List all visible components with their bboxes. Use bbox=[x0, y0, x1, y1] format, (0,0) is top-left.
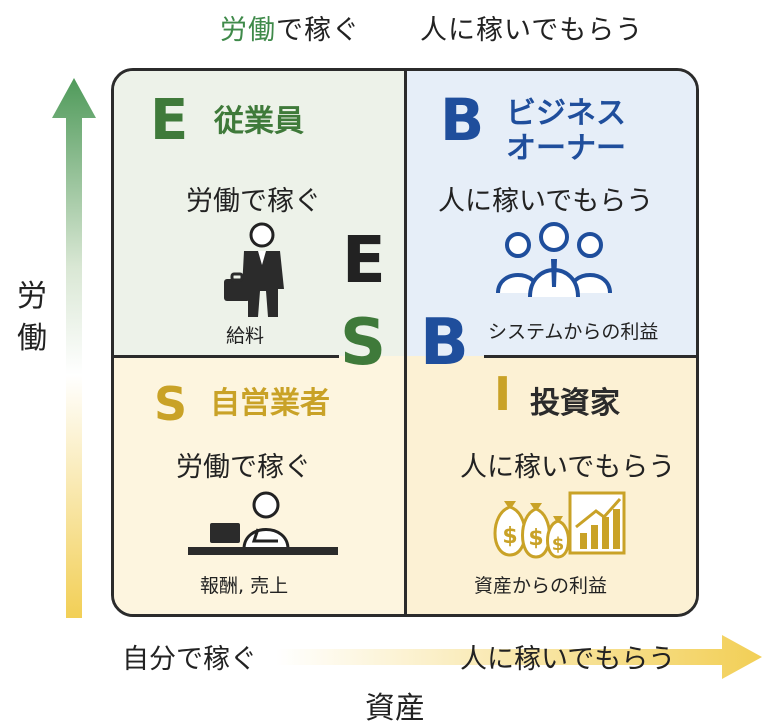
i-income: 資産からの利益 bbox=[474, 575, 608, 597]
i-title: 投資家 bbox=[530, 386, 620, 421]
top-left-label: 労働で稼ぐ bbox=[220, 8, 360, 47]
horizontal-axis-arrow bbox=[276, 635, 762, 679]
i-letter: I bbox=[494, 367, 512, 421]
horizontal-divider-left bbox=[114, 355, 339, 358]
businessman-icon bbox=[224, 222, 284, 317]
s-income: 報酬, 売上 bbox=[200, 575, 289, 597]
s-letter: S bbox=[154, 377, 188, 431]
b-title-line1: ビジネス bbox=[506, 96, 626, 131]
horizontal-axis-right-label: 人に稼いでもらう bbox=[460, 644, 676, 675]
svg-text:$: $ bbox=[528, 526, 543, 551]
svg-text:$: $ bbox=[552, 534, 565, 555]
top-left-accent: 労働 bbox=[220, 15, 276, 46]
vertical-axis-arrow bbox=[52, 78, 96, 618]
top-right-label: 人に稼いでもらう bbox=[420, 15, 644, 46]
b-title: ビジネス オーナー bbox=[506, 96, 626, 166]
quadrant-s bbox=[114, 356, 406, 614]
e-title: 従業員 bbox=[214, 104, 304, 139]
cashflow-quadrant: E 従業員 労働で稼ぐ 給料 B ビジネス オーナー 人に稼いでもらう システム… bbox=[111, 68, 699, 617]
e-income: 給料 bbox=[226, 325, 265, 347]
center-b-letter: B bbox=[420, 306, 469, 380]
vertical-axis-label: 労働 bbox=[17, 279, 47, 356]
team-icon bbox=[496, 222, 612, 298]
center-e-letter: E bbox=[342, 224, 386, 298]
quadrant-b bbox=[406, 71, 696, 356]
s-subtitle: 労働で稼ぐ bbox=[176, 452, 311, 483]
e-subtitle: 労働で稼ぐ bbox=[186, 186, 321, 217]
b-subtitle: 人に稼いでもらう bbox=[438, 186, 654, 217]
center-s-letter: S bbox=[340, 306, 387, 380]
i-subtitle: 人に稼いでもらう bbox=[460, 452, 676, 483]
svg-text:$: $ bbox=[502, 524, 517, 549]
e-letter: E bbox=[150, 88, 189, 153]
quadrant-e bbox=[114, 71, 406, 356]
horizontal-divider-right bbox=[484, 355, 696, 358]
horizontal-axis-left-label: 自分で稼ぐ bbox=[122, 644, 257, 675]
b-letter: B bbox=[440, 86, 485, 154]
b-income: システムからの利益 bbox=[488, 321, 659, 343]
vertical-divider bbox=[404, 71, 407, 614]
horizontal-axis-label: 資産 bbox=[365, 691, 425, 721]
laptop-worker-icon bbox=[188, 491, 338, 555]
s-title: 自営業者 bbox=[210, 386, 330, 421]
top-left-rest: で稼ぐ bbox=[276, 15, 360, 46]
quadrant-i bbox=[406, 356, 696, 614]
money-bags-chart-icon: $ $ $ bbox=[493, 491, 626, 559]
b-title-line2: オーナー bbox=[506, 130, 626, 166]
